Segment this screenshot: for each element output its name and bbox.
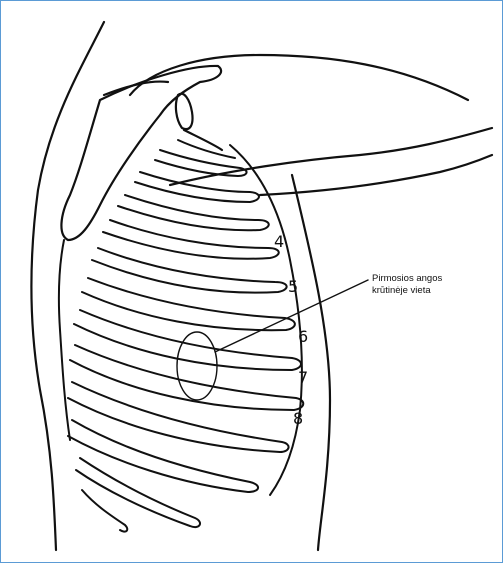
rib-3 bbox=[118, 195, 269, 230]
rib-number-6: 6 bbox=[298, 327, 308, 346]
rib-11 bbox=[76, 458, 200, 527]
insertion-site-label: Pirmosios angos krūtinėje vieta bbox=[372, 273, 442, 297]
clavicle-knob bbox=[176, 94, 193, 129]
insertion-site-ellipse bbox=[177, 332, 217, 400]
rib-10 bbox=[68, 420, 258, 492]
arm-upper-outline bbox=[170, 128, 492, 185]
rib-number-5: 5 bbox=[288, 277, 298, 296]
torso-right-outline bbox=[292, 175, 330, 550]
rib-heads bbox=[59, 240, 70, 440]
rib-8 bbox=[70, 345, 303, 410]
callout-line-1: Pirmosios angos bbox=[372, 273, 442, 285]
rib-number-8: 8 bbox=[293, 409, 303, 428]
rib-number-4: 4 bbox=[274, 232, 284, 251]
torso-left-outline bbox=[32, 22, 105, 550]
rib-7 bbox=[74, 310, 301, 370]
ribs bbox=[59, 140, 303, 532]
rib-number-7: 7 bbox=[298, 368, 308, 387]
callout-line-2: krūtinėje vieta bbox=[372, 285, 442, 297]
clavicle bbox=[184, 130, 222, 150]
rib-1 bbox=[178, 140, 235, 158]
